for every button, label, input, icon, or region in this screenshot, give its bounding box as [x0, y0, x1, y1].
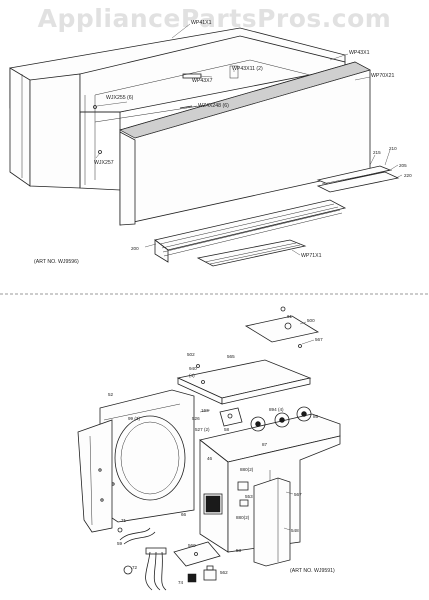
capacitor — [203, 493, 223, 515]
upper-art-number: (ART NO. WJ9596) — [34, 259, 79, 265]
clamp — [187, 573, 197, 583]
callout-163: 163 — [201, 408, 209, 413]
callout-wp70x21: WP70X21 — [371, 73, 394, 79]
base-plate — [173, 541, 221, 567]
callout-wjx255: WJX255 (6) — [106, 95, 134, 101]
callout-548: 548 — [291, 528, 299, 533]
callout-502: 502 — [187, 352, 195, 357]
callout-wp43x11: WP43X11 (2) — [232, 66, 263, 72]
callout-72: 72 — [132, 565, 138, 570]
callout-46: 46 — [207, 456, 213, 461]
callout-52: 52 — [108, 392, 114, 397]
control-box-cover — [176, 359, 312, 405]
callout-wp43x1: WP43X1 — [349, 50, 370, 56]
callout-66: 66 — [181, 512, 187, 517]
callout-wp41x1: WP41X1 — [191, 20, 212, 26]
callout-562: 562 — [220, 570, 228, 575]
callout-61: 61 — [287, 314, 293, 319]
callout-560: 560 — [188, 543, 196, 548]
callout-500: 500 — [307, 318, 315, 323]
front-cover-panel — [119, 61, 371, 226]
callout-87: 87 — [262, 442, 268, 447]
upper-exploded-view: WP41X1 WP43X1 WP70X21 WP43X7 WP43X11 (2)… — [9, 20, 412, 267]
callout-527: 527 (2) — [195, 427, 210, 432]
callout-wp43x7: WP43X7 — [192, 78, 213, 84]
callout-940: 940 — [189, 366, 197, 371]
callout-wz4x248: WZ4X248 (6) — [198, 103, 229, 109]
callout-59: 59 — [117, 541, 123, 546]
callout-880: 880(2) — [240, 467, 254, 472]
side-access-cover — [253, 477, 291, 567]
callout-85: 85 — [313, 414, 319, 419]
callout-220: 220 — [404, 173, 412, 178]
louver-grille — [154, 199, 347, 263]
callout-71: 71 — [121, 518, 127, 523]
lower-exploded-view: 61 500 567 502 565 940 (4) 52 99 (3) 163… — [77, 306, 341, 591]
left-side-panel — [77, 419, 113, 533]
callout-wp71x1: WP71X1 — [301, 253, 322, 259]
callout-565: 565 — [227, 354, 235, 359]
fan-bulkhead — [99, 389, 195, 523]
callout-215: 215 — [373, 150, 381, 155]
callout-53: 53 — [236, 548, 242, 553]
filter-assembly — [316, 165, 400, 193]
wire-harness — [117, 527, 167, 591]
callout-553: 553 — [245, 494, 253, 499]
callout-wjx257: WJX257 — [94, 160, 114, 166]
callout-567b: 567 — [294, 492, 302, 497]
callout-41: (4) — [189, 373, 195, 378]
relay — [203, 565, 217, 581]
callout-526: 526 — [192, 416, 200, 421]
callout-58: 58 — [224, 427, 230, 432]
callout-894: 894 (4) — [269, 407, 284, 412]
callout-880b: 880(2) — [236, 515, 250, 520]
control-bracket — [219, 407, 243, 427]
callout-74: 74 — [178, 580, 184, 585]
callout-200: 200 — [131, 246, 139, 251]
callout-210: 210 — [389, 146, 397, 151]
mounting-plate — [244, 306, 320, 348]
callout-205: 205 — [399, 163, 407, 168]
callout-567a: 567 — [315, 337, 323, 342]
bottom-filter — [196, 239, 307, 267]
callout-99: 99 (3) — [128, 416, 140, 421]
lower-art-number: (ART NO. WJ9591) — [290, 568, 335, 574]
wall-sleeve — [9, 27, 346, 191]
